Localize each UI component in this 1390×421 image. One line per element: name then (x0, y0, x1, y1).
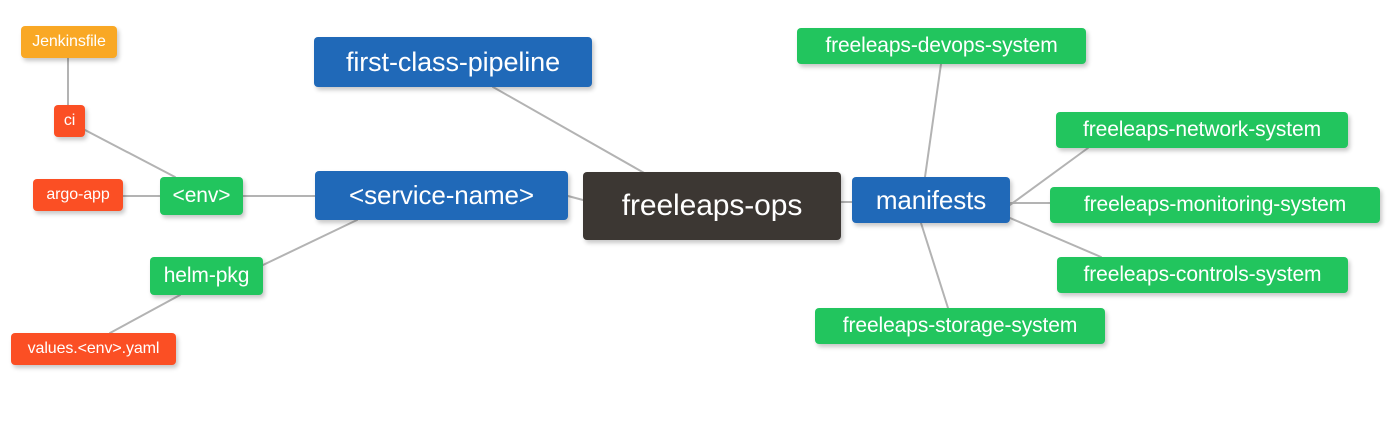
node-label: freeleaps-monitoring-system (1083, 193, 1347, 216)
node-label: ci (63, 112, 76, 129)
node-freeleaps-network-system[interactable]: freeleaps-network-system (1056, 112, 1348, 148)
node-freeleaps-controls-system[interactable]: freeleaps-controls-system (1057, 257, 1348, 293)
node-label: freeleaps-ops (621, 189, 803, 222)
node-label: helm-pkg (163, 264, 250, 287)
node-freeleaps-storage-system[interactable]: freeleaps-storage-system (815, 308, 1105, 344)
node-label: freeleaps-storage-system (842, 314, 1078, 337)
node-label: manifests (875, 184, 987, 215)
node-first-class-pipeline[interactable]: first-class-pipeline (314, 37, 592, 87)
node-manifests[interactable]: manifests (852, 177, 1010, 223)
edge-freeleaps-ops-to-service-name (567, 195, 584, 201)
edge-manifests-to-freeleaps-devops-system (924, 63, 942, 178)
edge-freeleaps-ops-to-first-class-pipeline (492, 86, 647, 175)
node-freeleaps-ops[interactable]: freeleaps-ops (583, 172, 841, 240)
node-helm-pkg[interactable]: helm-pkg (150, 257, 263, 295)
node-label: freeleaps-network-system (1082, 118, 1321, 141)
node-values-env-yaml[interactable]: values.<env>.yaml (11, 333, 176, 365)
node-freeleaps-devops-system[interactable]: freeleaps-devops-system (797, 28, 1086, 64)
edge-service-name-to-helm-pkg (262, 219, 358, 266)
node-label: first-class-pipeline (345, 46, 561, 77)
node-label: freeleaps-controls-system (1083, 263, 1322, 286)
node-jenkinsfile[interactable]: Jenkinsfile (21, 26, 117, 58)
node-label: freeleaps-devops-system (825, 34, 1058, 57)
edge-helm-pkg-to-values-env-yaml (109, 294, 181, 334)
node-label: <service-name> (348, 180, 535, 210)
node-argo-app[interactable]: argo-app (33, 179, 123, 211)
node-service-name[interactable]: <service-name> (315, 171, 568, 220)
edge-manifests-to-freeleaps-storage-system (920, 222, 949, 309)
node-label: Jenkinsfile (32, 33, 106, 50)
edge-manifests-to-freeleaps-controls-system (1009, 217, 1102, 258)
edge-env-to-ci (84, 129, 176, 178)
node-label: <env> (172, 184, 231, 207)
node-label: values.<env>.yaml (27, 340, 160, 357)
node-env[interactable]: <env> (160, 177, 243, 215)
node-ci[interactable]: ci (54, 105, 85, 137)
node-label: argo-app (46, 186, 110, 203)
node-freeleaps-monitoring-system[interactable]: freeleaps-monitoring-system (1050, 187, 1380, 223)
